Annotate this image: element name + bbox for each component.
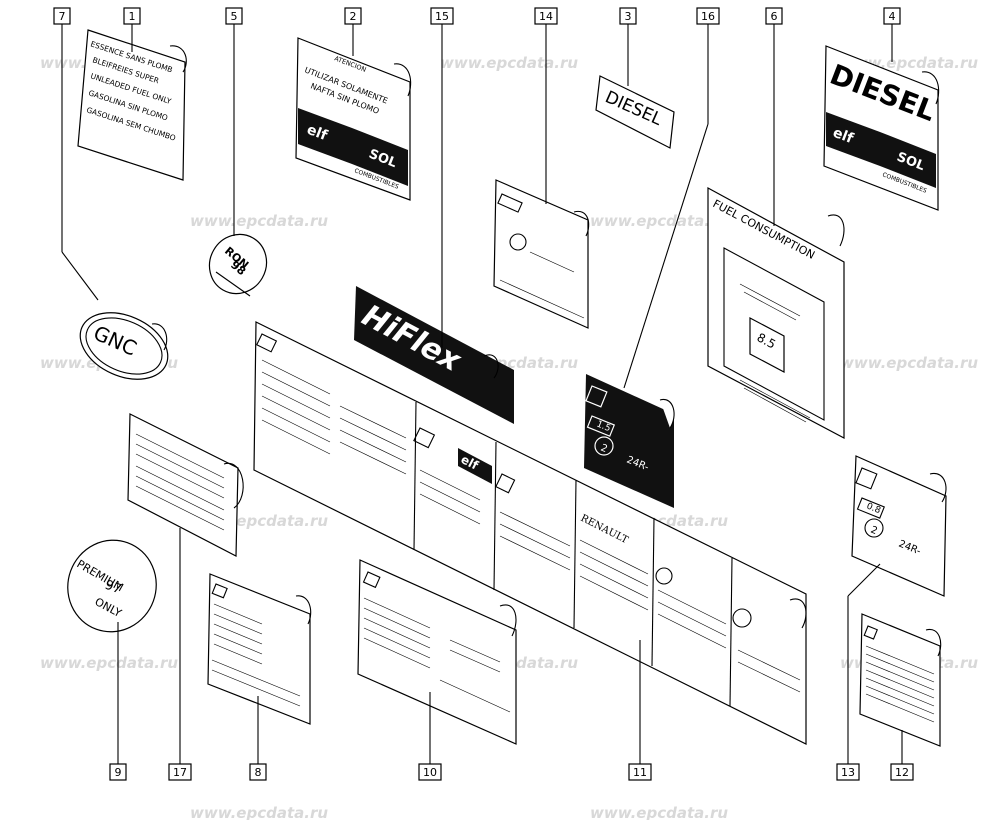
callout-number: 12: [895, 766, 909, 779]
callout-number: 8: [255, 766, 262, 779]
callout-number: 15: [435, 10, 449, 23]
label-1-unleaded-fuel: ESSENCE SANS PLOMB BLEIFREIES SUPER UNLE…: [77, 29, 187, 181]
label-2-nafta-sin-plomo: ATENCION UTILIZAR SOLAMENTE NAFTA SIN PL…: [295, 37, 412, 201]
callout-number: 2: [350, 10, 357, 23]
callout-17: 17: [168, 763, 192, 781]
elf-logo-text: elf: [831, 125, 857, 148]
watermark-text: www.epcdata.ru: [440, 54, 578, 72]
callout-number: 6: [771, 10, 778, 23]
callout-number: 17: [173, 766, 187, 779]
callout-number: 16: [701, 10, 715, 23]
callout-14: 14: [534, 7, 558, 25]
callout-11: 11: [628, 763, 652, 781]
elf-logo-block: [458, 448, 492, 484]
callout-10: 10: [418, 763, 442, 781]
watermark-text: www.epcdata.ru: [840, 354, 978, 372]
elf-logo-block: [826, 112, 880, 166]
watermark-text: www.epcdata.ru: [190, 212, 328, 230]
callout-4: 4: [883, 7, 901, 25]
callout-16: 16: [696, 7, 720, 25]
sol-logo-block: [880, 132, 936, 188]
label-16-tyre-pressure: 1.5 2 24R-: [584, 374, 675, 508]
label-12-info: [859, 613, 942, 747]
callout-12: 12: [890, 763, 914, 781]
gear-icon: [655, 567, 673, 585]
fan-icon: [732, 608, 752, 628]
callout-15: 15: [430, 7, 454, 25]
callout-8: 8: [249, 763, 267, 781]
label-17-info: [127, 413, 244, 557]
callout-number: 14: [539, 10, 553, 23]
label-11-multipanel: elf RENAULT: [253, 321, 807, 745]
elf-logo-text: elf: [305, 122, 331, 145]
pressure-value: 1.5: [595, 420, 612, 435]
watermark-text: www.epcdata.ru: [590, 804, 728, 820]
callout-5: 5: [225, 7, 243, 25]
label-9-premium: PREMIUM 97 ONLY: [67, 539, 157, 633]
callout-number: 1: [129, 10, 136, 23]
label-13-tyre-pressure: 0.8 2 24R-: [851, 455, 947, 597]
label-14-info: [493, 179, 590, 329]
callout-13: 13: [836, 763, 860, 781]
watermark-text: www.epcdata.ru: [590, 212, 728, 230]
callout-2: 2: [344, 7, 362, 25]
label-7-gnc: GNC: [79, 312, 169, 380]
watermark-text: www.epcdata.ru: [40, 654, 178, 672]
pressure-value-2: 2: [599, 443, 609, 456]
elf-logo-block: [298, 108, 352, 164]
pressure-value-2: 2: [869, 525, 879, 538]
callout-number: 11: [633, 766, 647, 779]
callout-number: 7: [59, 10, 66, 23]
callout-6: 6: [765, 7, 783, 25]
engine-icon: [495, 473, 516, 494]
leader-lines: [61, 24, 903, 764]
callout-1: 1: [123, 7, 141, 25]
callout-3: 3: [619, 7, 637, 25]
callout-9: 9: [109, 763, 127, 781]
callout-number: 4: [889, 10, 896, 23]
callout-number: 10: [423, 766, 437, 779]
callout-number: 13: [841, 766, 855, 779]
oil-can-icon: [413, 427, 436, 449]
sol-logo-block: [352, 128, 408, 186]
callout-number: 3: [625, 10, 632, 23]
premium-value-text: 97: [103, 578, 124, 598]
callouts: 1 2 3 4 5 6 7 8 9 10 11 12 13 14 15 16 1…: [53, 7, 914, 781]
callout-number: 5: [231, 10, 238, 23]
label-10-info: [357, 559, 517, 745]
callout-7: 7: [53, 7, 71, 25]
callout-number: 9: [115, 766, 122, 779]
label-5-ron-98: RON 98: [208, 233, 268, 297]
label-6-fuel-consumption: FUEL CONSUMPTION 8.5: [707, 186, 845, 439]
label-8-info: [207, 573, 312, 725]
watermark-text: www.epcdata.ru: [190, 804, 328, 820]
label-3-diesel-small: DIESEL: [595, 75, 675, 149]
